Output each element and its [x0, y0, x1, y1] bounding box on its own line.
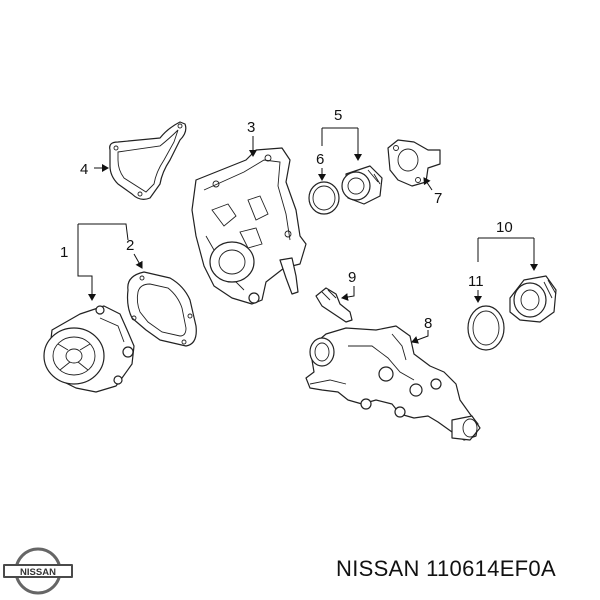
callout-4: 4: [80, 161, 88, 178]
front-cover-part-3: [191, 147, 307, 305]
leader-8: [411, 330, 429, 344]
water-pump-part-1: [43, 305, 135, 393]
pump-gasket-part-2: [126, 271, 197, 347]
temp-sensor-part-9: [315, 287, 353, 323]
leader-9: [341, 286, 355, 301]
gasket-part-4: [109, 121, 187, 200]
callout-8: 8: [424, 315, 432, 332]
logo-text: NISSAN: [20, 567, 56, 578]
callout-1: 1: [60, 244, 68, 261]
leader-1-bracket: [78, 223, 129, 241]
nissan-logo: NISSAN: [3, 547, 73, 595]
callout-10: 10: [496, 219, 513, 236]
callout-9: 9: [348, 269, 356, 286]
leader-2: [133, 253, 143, 269]
water-outlet-part-8: [305, 325, 481, 441]
thermostat-part-5: [341, 165, 383, 205]
callout-5: 5: [334, 107, 342, 124]
leader-1: [77, 224, 96, 301]
leader-7: [423, 177, 433, 191]
callout-6: 6: [316, 151, 324, 168]
callout-7: 7: [434, 190, 442, 207]
callout-3: 3: [247, 119, 255, 136]
o-ring-part-11: [467, 305, 505, 351]
thermostat-housing-part-7: [387, 139, 441, 187]
part-number-caption: NISSAN 110614EF0A: [336, 556, 556, 581]
callout-2: 2: [126, 237, 134, 254]
o-ring-part-6: [308, 181, 340, 215]
thermostat-part-10: [509, 275, 557, 323]
callout-11: 11: [468, 273, 484, 290]
